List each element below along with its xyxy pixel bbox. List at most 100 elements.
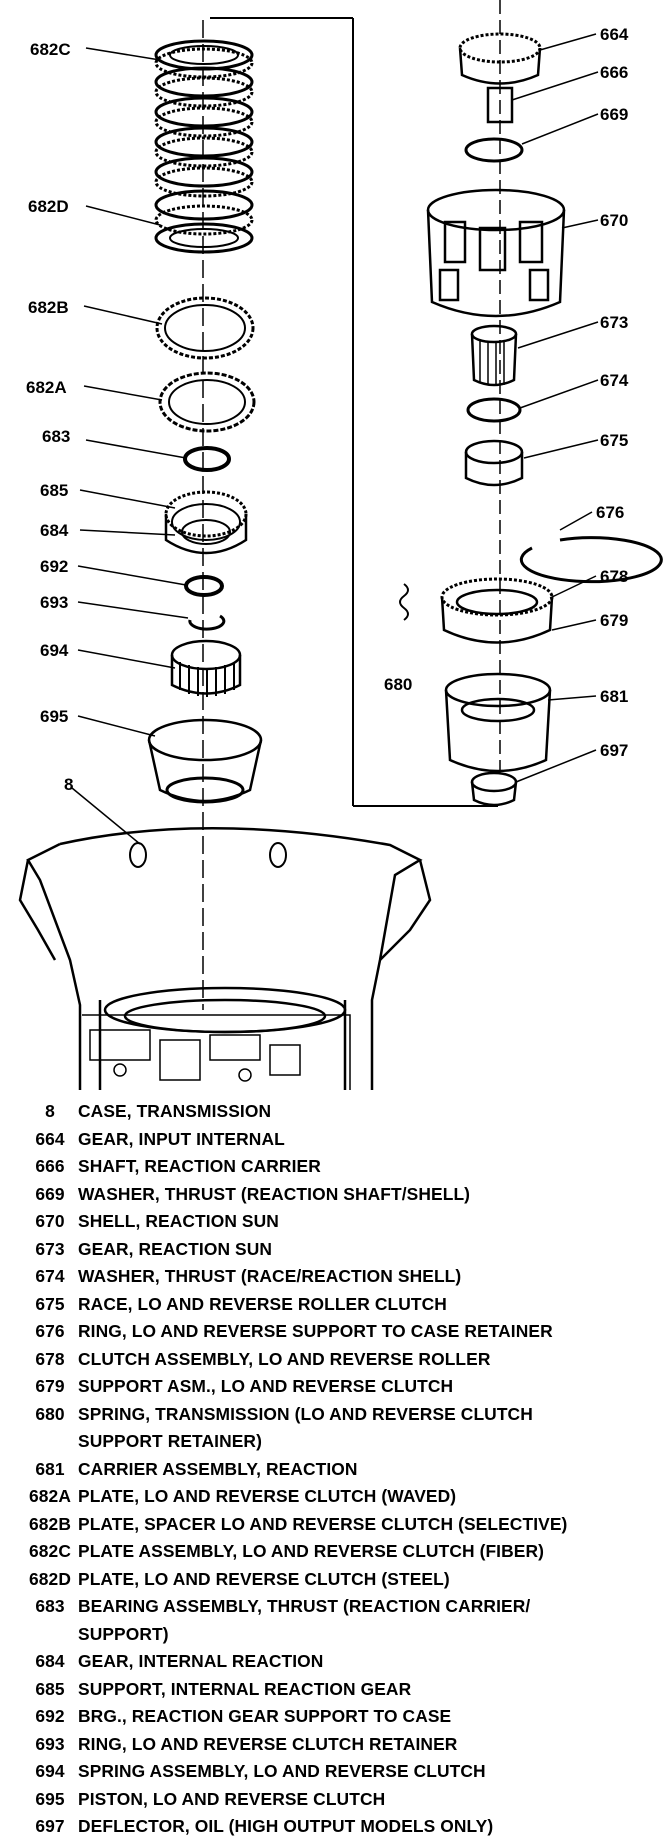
legend-row: 682C PLATE ASSEMBLY, LO AND REVERSE CLUTC… — [22, 1538, 672, 1566]
legend-part-description: SPRING, TRANSMISSION (LO AND REVERSE CLU… — [78, 1403, 533, 1424]
legend-row: 670 SHELL, REACTION SUN — [22, 1208, 672, 1236]
legend-part-number: 675 — [35, 1293, 65, 1314]
legend-part-description: BEARING ASSEMBLY, THRUST (REACTION CARRI… — [78, 1596, 531, 1616]
legend-part-number: 670 — [35, 1211, 65, 1231]
legend-row: SUPPORT) — [22, 1621, 672, 1649]
legend-part-number: 684 — [35, 1651, 65, 1671]
legend-part-number: 8 — [45, 1101, 55, 1121]
spacer-plate-682B — [155, 296, 255, 360]
callout-685: 685 — [40, 481, 68, 500]
legend-part-description: PLATE, LO AND REVERSE CLUTCH (WAVED) — [78, 1486, 457, 1506]
legend-part-number: 666 — [35, 1156, 65, 1176]
legend-part-description: CARRIER ASSEMBLY, REACTION — [78, 1458, 358, 1479]
legend-row: 8 CASE, TRANSMISSION — [22, 1098, 672, 1126]
legend-part-description: WASHER, THRUST (REACTION SHAFT/SHELL) — [78, 1183, 471, 1204]
callout-673: 673 — [600, 313, 628, 332]
legend-part-number: 664 — [35, 1128, 65, 1149]
callout-694: 694 — [40, 641, 69, 660]
legend-row: 684 GEAR, INTERNAL REACTION — [22, 1648, 672, 1676]
legend-part-description: CLUTCH ASSEMBLY, LO AND REVERSE ROLLER — [78, 1348, 491, 1369]
exploded-view-diagram: 682C 682D 682B 682A 683 685 684 692 693 … — [18, 0, 663, 1090]
oil-deflector-697 — [470, 771, 518, 807]
legend-part-number: 685 — [35, 1678, 65, 1699]
legend-part-description: SHELL, REACTION SUN — [78, 1211, 279, 1231]
legend-part-number: 676 — [35, 1321, 65, 1341]
legend-part-description: DEFLECTOR, OIL (HIGH OUTPUT MODELS ONLY) — [78, 1816, 494, 1836]
thrust-bearing-683 — [183, 446, 231, 472]
legend-part-description: WASHER, THRUST (RACE/REACTION SHELL) — [78, 1266, 462, 1286]
legend-row: 680 SPRING, TRANSMISSION (LO AND REVERSE … — [22, 1401, 672, 1429]
legend-part-number: 683 — [35, 1596, 65, 1616]
legend-part-number: 682D — [29, 1568, 71, 1589]
callout-681: 681 — [600, 687, 628, 706]
callout-682A: 682A — [26, 378, 67, 397]
legend-row: 681 CARRIER ASSEMBLY, REACTION — [22, 1456, 672, 1484]
callout-labels: 682C 682D 682B 682A 683 685 684 692 693 … — [26, 25, 629, 794]
callout-682B: 682B — [28, 298, 69, 317]
callout-683: 683 — [42, 427, 70, 446]
legend-part-description: SUPPORT ASM., LO AND REVERSE CLUTCH — [78, 1376, 454, 1396]
legend-part-number: 693 — [35, 1733, 65, 1754]
piston-695 — [147, 718, 263, 804]
legend-row: 697 DEFLECTOR, OIL (HIGH OUTPUT MODELS ON… — [22, 1813, 672, 1841]
legend-part-number: 697 — [35, 1816, 65, 1836]
legend-part-description: CASE, TRANSMISSION — [78, 1101, 272, 1121]
roller-clutch-race-675 — [464, 439, 524, 487]
legend-part-description: BRG., REACTION GEAR SUPPORT TO CASE — [78, 1706, 452, 1726]
callout-666: 666 — [600, 63, 628, 82]
legend-part-number: 682C — [29, 1541, 71, 1561]
legend-part-number: 679 — [35, 1376, 65, 1396]
callout-679: 679 — [600, 611, 628, 630]
legend-part-description: SHAFT, REACTION CARRIER — [78, 1156, 321, 1176]
legend-row: 669 WASHER, THRUST (REACTION SHAFT/SHELL) — [22, 1181, 672, 1209]
callout-8: 8 — [64, 775, 73, 794]
reaction-sun-gear-673 — [470, 324, 518, 387]
legend-part-number: 680 — [35, 1403, 65, 1424]
callout-680: 680 — [384, 675, 412, 694]
callout-693: 693 — [40, 593, 68, 612]
legend-row: 692 BRG., REACTION GEAR SUPPORT TO CASE — [22, 1703, 672, 1731]
legend-part-description: SUPPORT) — [78, 1623, 169, 1644]
callout-675: 675 — [600, 431, 628, 450]
legend-part-number: 673 — [35, 1238, 65, 1259]
callout-674: 674 — [600, 371, 629, 390]
roller-clutch-support-678-679 — [440, 577, 554, 644]
spring-assembly-694 — [170, 639, 242, 697]
legend-row: 666 SHAFT, REACTION CARRIER — [22, 1153, 672, 1181]
reaction-carrier-681 — [444, 672, 552, 773]
callout-669: 669 — [600, 105, 628, 124]
legend-part-description: RING, LO AND REVERSE CLUTCH RETAINER — [78, 1733, 458, 1754]
legend-row: 678 CLUTCH ASSEMBLY, LO AND REVERSE ROLLE… — [22, 1346, 672, 1374]
transmission-case-8 — [18, 827, 432, 1090]
legend-part-number: 678 — [35, 1348, 65, 1369]
input-internal-gear-664 — [458, 32, 542, 124]
legend-part-description: PLATE ASSEMBLY, LO AND REVERSE CLUTCH (F… — [78, 1541, 545, 1561]
callout-670: 670 — [600, 211, 628, 230]
legend-part-description: GEAR, INTERNAL REACTION — [78, 1651, 324, 1671]
legend-part-number: 669 — [35, 1183, 65, 1204]
thrust-washer-674 — [466, 397, 522, 423]
legend-part-number: 692 — [35, 1706, 65, 1726]
legend-part-description: PLATE, SPACER LO AND REVERSE CLUTCH (SEL… — [78, 1513, 568, 1534]
assembly-path-lines — [202, 0, 501, 1010]
legend-part-description: GEAR, INPUT INTERNAL — [78, 1128, 285, 1149]
callout-695: 695 — [40, 707, 68, 726]
retainer-ring-676 — [519, 536, 663, 584]
callout-682D: 682D — [28, 197, 69, 216]
callout-678: 678 — [600, 567, 628, 586]
callout-692: 692 — [40, 557, 68, 576]
legend-part-number: 681 — [35, 1458, 65, 1479]
legend-row: 682D PLATE, LO AND REVERSE CLUTCH (STEEL) — [22, 1566, 672, 1594]
snap-ring-693 — [188, 614, 226, 631]
legend-part-description: PISTON, LO AND REVERSE CLUTCH — [78, 1788, 386, 1809]
leader-lines — [71, 33, 599, 845]
legend-row: 693 RING, LO AND REVERSE CLUTCH RETAINER — [22, 1731, 672, 1759]
legend-part-description: PLATE, LO AND REVERSE CLUTCH (STEEL) — [78, 1568, 450, 1589]
